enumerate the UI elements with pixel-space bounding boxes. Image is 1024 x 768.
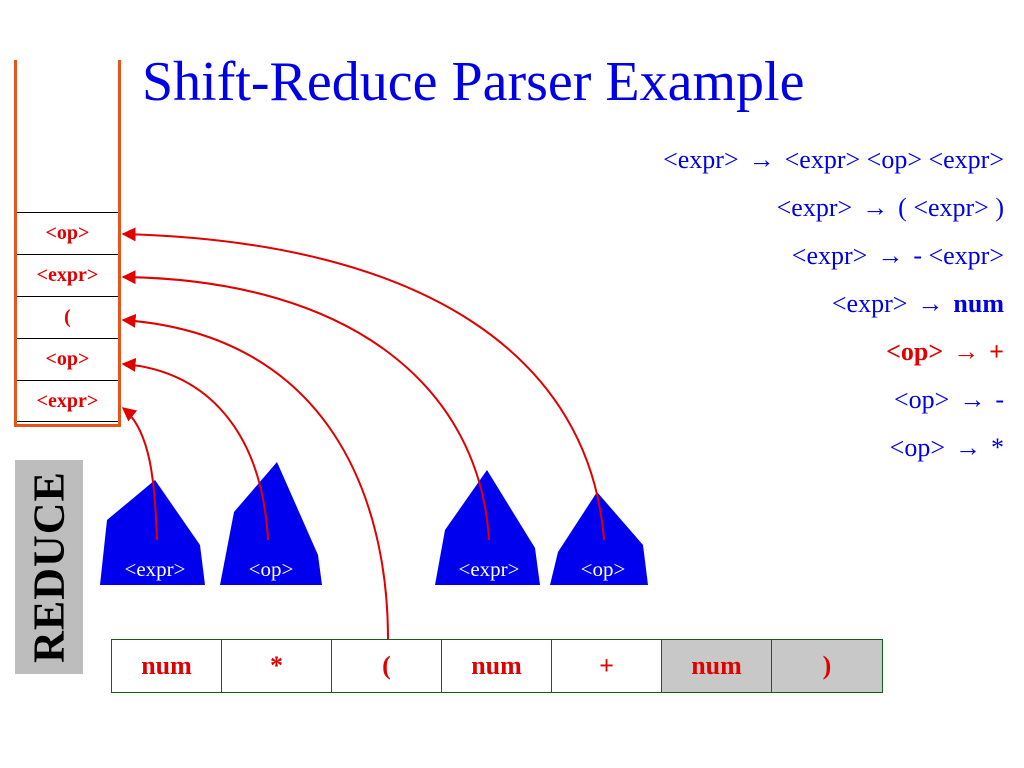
reduce-arrow — [121, 357, 269, 541]
grammar-rule: <expr> → ( <expr> ) — [663, 188, 1004, 236]
reduce-arrow — [121, 270, 490, 541]
input-token: num — [112, 640, 222, 692]
input-token-remaining: ) — [772, 640, 882, 692]
rule-rhs: ( <expr> ) — [898, 193, 1004, 222]
parse-tree: <op> — [220, 462, 322, 585]
reduce-arrow — [121, 227, 605, 541]
rule-lhs: <expr> — [831, 289, 908, 318]
grammar-rule: <expr> → - <expr> — [663, 236, 1004, 284]
rule-lhs: <op> — [889, 433, 945, 462]
parse-tree-label: <expr> — [458, 557, 519, 581]
parse-stack: <op> <expr> ( <op> <expr> — [17, 212, 118, 422]
rule-rhs: * — [991, 433, 1004, 462]
parse-tree: <expr> — [100, 480, 205, 585]
action-label-box — [15, 460, 83, 674]
rule-lhs: <op> — [894, 385, 950, 414]
stack-cell: <op> — [17, 338, 118, 380]
parse-tree: <op> — [550, 492, 648, 585]
parse-tree-label: <expr> — [124, 557, 185, 581]
stack-bottom-wall — [14, 424, 121, 427]
grammar-rule-active: <op> → + — [663, 332, 1004, 380]
stack-left-wall — [14, 60, 17, 426]
parse-tree-shape — [550, 492, 648, 585]
rule-rhs: - <expr> — [913, 241, 1004, 270]
shift-arrow — [121, 313, 389, 640]
page-title: Shift-Reduce Parser Example — [142, 51, 805, 113]
rule-arrow-icon: → — [955, 433, 981, 462]
input-token-remaining: num — [662, 640, 772, 692]
input-token: + — [552, 640, 662, 692]
grammar-rule: <op> →- — [663, 380, 1004, 428]
input-token: ( — [332, 640, 442, 692]
grammar-rule: <expr> → <expr> <op> <expr> — [663, 140, 1004, 188]
rule-lhs: <expr> — [663, 145, 739, 174]
rule-arrow-icon: → — [953, 337, 980, 366]
rule-arrow-icon: → — [862, 193, 889, 222]
input-token: * — [222, 640, 332, 692]
grammar-rule: <expr> → num — [663, 284, 1004, 332]
rule-rhs: <expr> <op> <expr> — [784, 145, 1004, 174]
input-token: num — [442, 640, 552, 692]
stack-cell: ( — [17, 296, 118, 338]
stack-cell: <expr> — [17, 380, 118, 422]
stack-cell: <expr> — [17, 254, 118, 296]
parse-tree-label: <op> — [581, 557, 626, 581]
parse-tree-label: <op> — [249, 557, 294, 581]
parse-tree-shape — [220, 462, 322, 585]
rule-rhs: - — [995, 385, 1004, 414]
rule-rhs: num — [953, 289, 1004, 318]
rule-arrow-icon: → — [917, 289, 944, 318]
rule-lhs: <op> — [886, 337, 944, 366]
rule-arrow-icon: → — [748, 145, 775, 174]
input-tape: num * ( num + num ) — [111, 639, 883, 693]
rule-lhs: <expr> — [776, 193, 853, 222]
rule-lhs: <expr> — [791, 241, 868, 270]
rule-rhs: + — [989, 337, 1004, 366]
parse-tree-shape — [100, 480, 205, 585]
grammar-rule: <op> → * — [663, 428, 1004, 476]
rule-arrow-icon: → — [959, 385, 986, 414]
stack-right-wall — [118, 60, 121, 426]
rule-arrow-icon: → — [877, 241, 904, 270]
reduce-arrow — [121, 407, 158, 541]
stack-cell: <op> — [17, 212, 118, 254]
grammar-rules: <expr>→<expr> <op> <expr> <expr>→( <expr… — [663, 140, 1004, 476]
